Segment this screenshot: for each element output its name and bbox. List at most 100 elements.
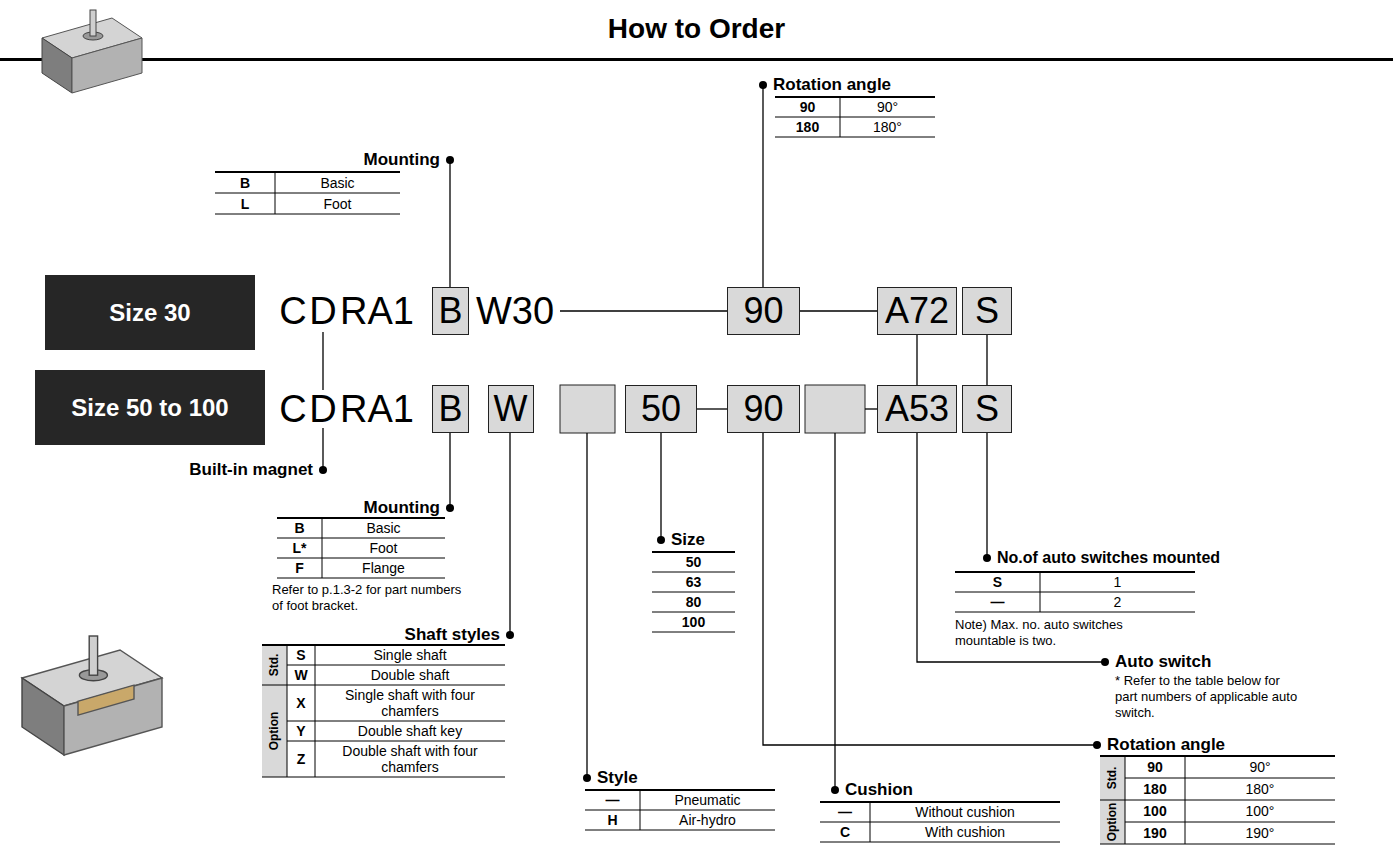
label-box: RA1: [340, 288, 425, 334]
table-code: B: [240, 175, 250, 191]
table-cell: Foot: [323, 196, 351, 212]
table-code: 180: [796, 119, 819, 135]
label-box: Refer to p.1.3-2 for part numbers of foo…: [272, 582, 462, 614]
blank-code-box: [560, 385, 615, 433]
table-code: —: [838, 804, 852, 820]
code-text: A72: [885, 291, 949, 331]
label-box: Mounting: [300, 150, 440, 170]
label-box: D: [308, 288, 338, 334]
section-heading: Style: [597, 768, 638, 788]
section-heading: Shaft styles: [405, 625, 500, 645]
label-box: —: [585, 790, 640, 810]
label-box: 50: [652, 552, 735, 572]
leader-dot: [1101, 658, 1109, 666]
code-box: S: [962, 385, 1012, 433]
label-box: C: [278, 386, 308, 432]
table-top-rule: [215, 171, 400, 173]
table-cell: Single shaft: [373, 647, 446, 663]
table-code: —: [606, 792, 620, 808]
table-code: F: [295, 560, 304, 576]
label-box: Double shaft key: [315, 721, 505, 741]
table-top-rule: [585, 789, 775, 791]
label-box: 180: [1125, 778, 1185, 800]
code-text: A53: [885, 389, 949, 429]
table-code: 180: [1143, 781, 1166, 797]
table-grid: [775, 97, 935, 137]
auto-switch: [78, 685, 134, 715]
group-cell: [1100, 756, 1125, 800]
table-cell: 100°: [1246, 803, 1275, 819]
label-box: Size: [671, 530, 731, 550]
group-cell: [262, 645, 287, 685]
table-top-rule: [1100, 755, 1335, 757]
table-cell: 180°: [873, 119, 902, 135]
table-code: L: [241, 196, 250, 212]
label-box: S: [287, 645, 315, 665]
table-cell: Flange: [362, 560, 405, 576]
table-code: C: [840, 824, 850, 840]
table-cell: 1: [1114, 574, 1122, 590]
label-box: 90: [1125, 756, 1185, 778]
table-code: B: [294, 520, 304, 536]
leader-line: [509, 433, 510, 635]
title-rule: [0, 58, 1393, 61]
label-box: —: [820, 802, 870, 822]
actuator-side: [64, 678, 162, 755]
leader-line: [763, 433, 1097, 745]
leader-dot: [319, 466, 327, 474]
table-grid: [820, 802, 1060, 842]
leader-dot: [446, 156, 454, 164]
table-code: 90: [1147, 759, 1163, 775]
table-code: Z: [297, 751, 306, 767]
code-box: A72: [877, 287, 957, 335]
table-cell: 190°: [1246, 825, 1275, 841]
table-code: Y: [296, 723, 305, 739]
actuator-shaft: [89, 636, 97, 675]
table-grid: [955, 572, 1195, 612]
note-text: Refer to p.1.3-2 for part numbers of foo…: [272, 582, 462, 614]
table-code: L*: [293, 540, 307, 556]
code-box: B: [432, 287, 469, 335]
table-cell: Air-hydro: [679, 812, 736, 828]
table-top-rule: [820, 801, 1060, 803]
leader-line: [986, 433, 987, 558]
group-label: Option: [1106, 803, 1120, 842]
label-box: 190°: [1185, 822, 1335, 844]
leader-line: [834, 433, 835, 790]
table-cell: Pneumatic: [674, 792, 740, 808]
label-box: Auto switch: [1115, 652, 1245, 672]
section-heading: Mounting: [364, 498, 440, 518]
table-code: 80: [686, 594, 702, 610]
label-box: Pneumatic: [640, 790, 775, 810]
group-cell: [1100, 800, 1125, 844]
table-code: X: [296, 695, 305, 711]
leader-dot: [1093, 741, 1101, 749]
label-box: Single shaft with four chamfers: [315, 685, 505, 721]
label-box: 90: [775, 97, 840, 117]
section-heading: No.of auto switches mounted: [997, 548, 1220, 568]
label-box: W: [287, 665, 315, 685]
label-box: 100: [652, 612, 735, 632]
table-cell: 180°: [1246, 781, 1275, 797]
label-box: Cushion: [845, 780, 945, 800]
label-box: No.of auto switches mounted: [997, 548, 1267, 568]
code-text: S: [975, 389, 999, 429]
label-box: —: [955, 592, 1040, 612]
code-box: W: [488, 385, 534, 433]
label-box: Note) Max. no. auto switches mountable i…: [955, 617, 1150, 649]
label-box: 90°: [1185, 756, 1335, 778]
code-connector: [916, 335, 917, 385]
table-cell: Basic: [320, 175, 354, 191]
label-box: 80: [652, 592, 735, 612]
table-grid: [277, 518, 445, 578]
label-box: D: [308, 386, 338, 432]
label-box: C: [820, 822, 870, 842]
part-code: D: [309, 290, 336, 332]
section-heading: Size: [671, 530, 705, 550]
leader-dot: [759, 81, 767, 89]
code-box: 90: [727, 385, 800, 433]
code-connector: [800, 310, 877, 311]
label-box: 190: [1125, 822, 1185, 844]
page-title: How to Order: [0, 12, 1393, 46]
code-text: S: [975, 291, 999, 331]
